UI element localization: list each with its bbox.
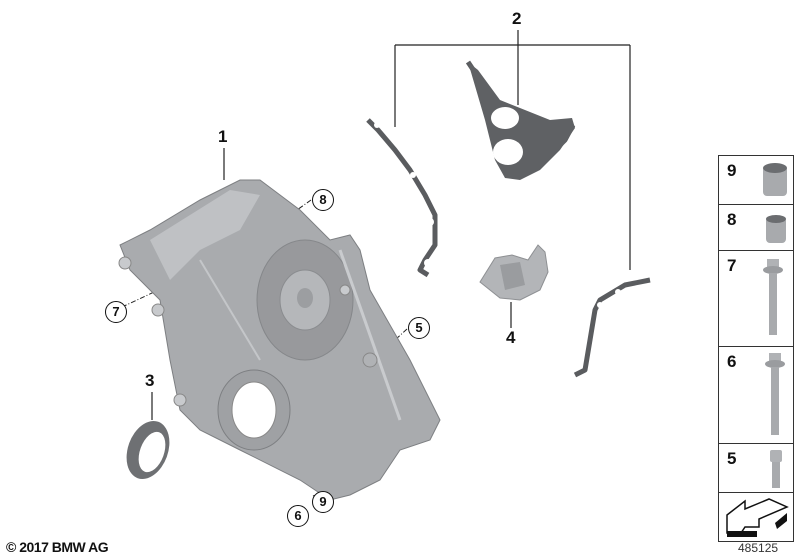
legend-label: 7 <box>727 256 737 275</box>
short-bolt-icon <box>770 450 782 488</box>
shaft-seal <box>126 420 170 480</box>
circled-callout-6[interactable]: 6 <box>287 505 309 527</box>
callout-4[interactable]: 4 <box>506 328 516 347</box>
sleeve-small-icon <box>766 215 786 243</box>
direction-arrow-box <box>718 492 794 542</box>
copyright-text: © 2017 BMW AG <box>6 539 109 555</box>
circled-callout-7[interactable]: 7 <box>105 301 127 323</box>
legend-item-7[interactable]: 7 <box>718 250 794 348</box>
circled-callout-5[interactable]: 5 <box>408 317 430 339</box>
flange-bolt-icon <box>763 259 783 335</box>
timing-case-cover <box>118 179 441 501</box>
callout-2[interactable]: 2 <box>512 9 522 28</box>
circled-callout-8[interactable]: 8 <box>312 189 334 211</box>
legend-label: 9 <box>727 161 737 180</box>
sleeve-icon <box>763 163 787 196</box>
callout-3[interactable]: 3 <box>145 371 155 390</box>
circled-callout-9[interactable]: 9 <box>312 491 334 513</box>
legend-item-5[interactable]: 5 <box>718 443 794 494</box>
legend-label: 8 <box>727 210 737 229</box>
legend-label: 6 <box>727 352 737 371</box>
legend-item-6[interactable]: 6 <box>718 346 794 445</box>
callout-1[interactable]: 1 <box>218 127 228 146</box>
legend-label: 5 <box>727 449 737 468</box>
image-number: 485125 <box>738 541 779 555</box>
legend-item-9[interactable]: 9 <box>718 155 794 206</box>
oil-pump-drive-segment <box>479 244 549 301</box>
direction-arrow-icon <box>726 498 789 537</box>
legend-item-8[interactable]: 8 <box>718 204 794 252</box>
long-bolt-icon <box>765 353 785 435</box>
